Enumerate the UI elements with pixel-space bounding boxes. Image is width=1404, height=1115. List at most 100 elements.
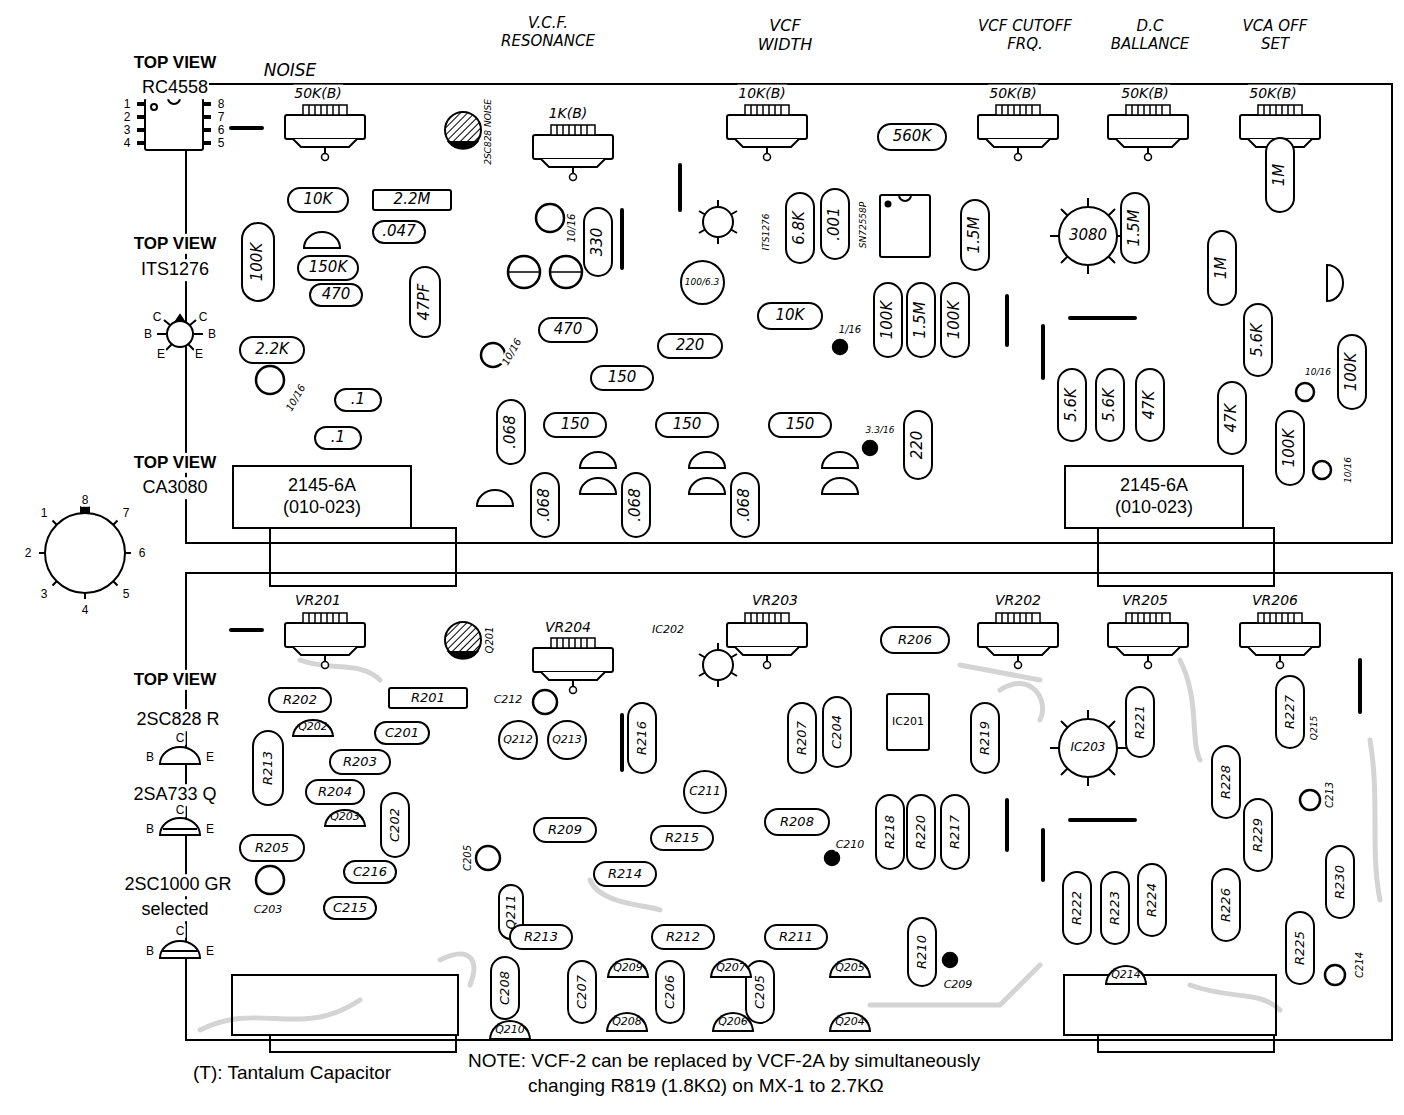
- component-oval: 150: [590, 365, 654, 391]
- capacitor-symbol: [1296, 383, 1314, 401]
- pin-label: B: [145, 822, 155, 836]
- component-oval: .1: [334, 388, 382, 412]
- pin-label: C: [198, 310, 209, 324]
- value-text: C208: [498, 971, 513, 1005]
- value-text: R225: [1293, 931, 1308, 965]
- part-title: RC4558: [141, 77, 209, 99]
- capacitor-symbol: [476, 846, 500, 870]
- pinout-symbol: [81, 507, 89, 513]
- value-text: 10K: [304, 191, 333, 208]
- value-text: 100K: [879, 301, 896, 339]
- value-text: 470: [322, 286, 351, 303]
- value-text: Q203: [330, 811, 360, 824]
- component-oval: .1: [314, 426, 362, 450]
- pin-label: C: [175, 924, 186, 938]
- component-oval: 5.6K: [1095, 368, 1125, 442]
- label-text: 2SC828 NOISE: [483, 98, 494, 166]
- pinout-symbol: [160, 941, 200, 958]
- value-text: R226: [1219, 888, 1234, 922]
- label-text: C209: [943, 978, 974, 991]
- pot-value: 10K(B): [737, 85, 787, 102]
- potentiometer: [727, 613, 807, 669]
- value-text: C215: [333, 901, 367, 916]
- component-oval: 1M: [1265, 137, 1295, 213]
- value-text: 1.5M: [1126, 210, 1143, 247]
- value-text: 150: [786, 416, 815, 433]
- capacitor-symbol: [943, 953, 957, 967]
- pot-value: 50K(B): [293, 85, 343, 102]
- value-text: Q206: [718, 1016, 748, 1029]
- label-text: IC202: [651, 623, 685, 636]
- ic-package: [899, 195, 911, 201]
- potentiometer: [533, 638, 613, 694]
- capacitor-symbol: [256, 204, 1345, 985]
- component-oval: C202: [380, 792, 410, 858]
- value-text: 2145-6A (010-023): [1104, 475, 1204, 518]
- value-text: R214: [608, 867, 642, 882]
- label-text: 1/16: [838, 324, 862, 336]
- connector-outline: [270, 528, 456, 586]
- value-text: R222: [1070, 891, 1085, 925]
- value-text: R217: [948, 815, 963, 849]
- connector-outline: [1064, 975, 1276, 1035]
- pinout-symbol: [160, 747, 200, 764]
- potentiometer: [727, 105, 807, 161]
- component-oval: 100K: [940, 282, 970, 358]
- component-oval: .068: [621, 472, 651, 538]
- ic-package: IC201: [886, 693, 930, 751]
- metal-can-transistor: [699, 200, 737, 244]
- label-text: C212: [493, 693, 524, 706]
- value-text: C211: [689, 785, 720, 799]
- part-title: TOP VIEW: [133, 453, 218, 473]
- component-oval: C216: [343, 860, 397, 884]
- value-text: R230: [1333, 865, 1348, 899]
- value-text: 150: [561, 416, 590, 433]
- pinout-symbol: [168, 98, 180, 104]
- label-text: 10/16: [283, 382, 309, 415]
- component-oval: 100K: [1275, 410, 1305, 486]
- pot-value: 50K(B): [1248, 85, 1298, 102]
- value-text: Q205: [835, 962, 865, 975]
- ic-package: [886, 202, 891, 207]
- value-text: 100K: [249, 243, 266, 281]
- value-text: 1M: [1213, 257, 1230, 280]
- pin-label: 1: [40, 506, 49, 520]
- label-text: C213: [1324, 781, 1336, 809]
- potentiometer: [978, 613, 1058, 669]
- value-text: .068: [536, 488, 553, 521]
- component-oval: 330: [583, 207, 613, 277]
- component-oval: R202: [268, 687, 332, 713]
- column-heading: VCA OFF SET: [1234, 17, 1316, 53]
- transistor-symbol: [477, 490, 513, 506]
- value-text: 100/6.3: [685, 277, 720, 287]
- value-text: 470: [554, 321, 583, 338]
- pot-reference: VR203: [751, 592, 799, 609]
- component-oval: R207: [787, 702, 817, 774]
- capacitor-symbol: [536, 204, 564, 232]
- transistor-outline: Q208: [606, 1012, 648, 1032]
- connector-box: 2145-6A (010-023): [1064, 465, 1244, 529]
- pot-reference: VR206: [1251, 592, 1299, 609]
- label-text: 10/16: [1304, 367, 1332, 378]
- component-oval: R210: [907, 917, 937, 987]
- label-text: C210: [835, 838, 866, 851]
- connector-outline: [1098, 528, 1274, 586]
- component-oval: 5.6K: [1243, 303, 1273, 377]
- pot-reference: VR204: [544, 619, 592, 636]
- value-text: Q204: [835, 1016, 865, 1029]
- value-text: R206: [898, 633, 932, 648]
- value-text: .068: [502, 415, 519, 448]
- component-oval: R223: [1100, 871, 1130, 945]
- transistor-symbol: [580, 478, 616, 494]
- capacitor-symbol: [825, 851, 839, 865]
- value-text: 2.2M: [394, 191, 431, 208]
- column-heading: V.C.F. RESONANCE: [492, 14, 604, 50]
- pin-label: 5: [217, 136, 226, 150]
- component-oval: R227: [1275, 675, 1305, 749]
- connector-outline: [232, 528, 1276, 1052]
- value-text: 2.2K: [255, 341, 289, 358]
- component-oval: .001: [820, 188, 850, 260]
- value-text: R228: [1219, 765, 1234, 799]
- pin-label: E: [156, 347, 166, 361]
- value-text: 100K: [1281, 429, 1298, 467]
